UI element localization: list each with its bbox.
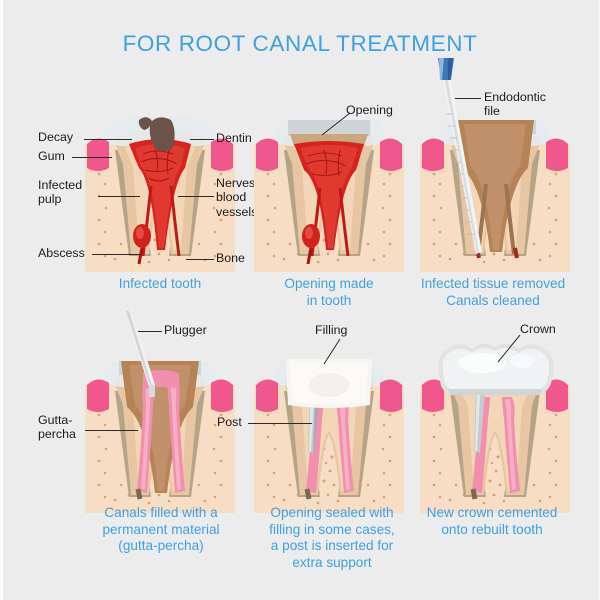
label-filling: Filling xyxy=(315,323,348,337)
caption-step-2: Opening made in tooth xyxy=(284,276,374,308)
leader-infected-pulp xyxy=(98,196,140,197)
label-abscess: Abscess xyxy=(38,246,85,260)
label-crown: Crown xyxy=(520,322,556,336)
right-edge-strip xyxy=(598,0,600,600)
leader-filling xyxy=(323,338,341,365)
left-edge-strip xyxy=(0,0,3,600)
leader-crown xyxy=(497,334,521,363)
leader-nerves-blood-vessels xyxy=(178,196,214,197)
leader-gum xyxy=(72,157,112,158)
leader-post xyxy=(248,423,312,424)
step-6-illustration xyxy=(420,343,570,515)
endodontic-file-instrument xyxy=(438,58,482,254)
caption-step-6: New crown cemented onto rebuilt tooth xyxy=(426,505,558,537)
label-dentin: Dentin xyxy=(216,131,252,145)
leader-abscess xyxy=(92,254,140,255)
step-1-illustration xyxy=(85,104,235,274)
dental-crown xyxy=(438,343,554,395)
label-decay: Decay xyxy=(38,130,74,144)
plugger-instrument xyxy=(125,311,155,397)
leader-endodontic-file xyxy=(455,98,481,99)
caption-step-4: Canals filled with a permanent material … xyxy=(102,505,220,553)
step-3-illustration xyxy=(420,58,570,274)
step-2-illustration xyxy=(254,104,404,274)
label-gum: Gum xyxy=(38,149,65,163)
leader-plugger xyxy=(138,331,162,332)
label-nerves-blood-vessels: Nerves, blood vessels xyxy=(216,176,259,219)
page-title: FOR ROOT CANAL TREATMENT xyxy=(122,31,478,56)
label-plugger: Plugger xyxy=(164,323,207,337)
label-post: Post xyxy=(217,415,242,429)
leader-dentin xyxy=(190,139,214,140)
label-infected-pulp: Infected pulp xyxy=(38,178,83,207)
leader-decay xyxy=(84,139,132,140)
label-opening: Opening xyxy=(346,103,393,117)
step-4-illustration xyxy=(85,311,235,515)
caption-step-1: Infected tooth xyxy=(118,276,202,291)
leader-opening xyxy=(321,112,351,136)
label-bone: Bone xyxy=(216,251,245,265)
caption-step-3: Infected tissue removed Canals cleaned xyxy=(420,276,566,308)
label-endodontic-file: Endodontic file xyxy=(484,90,547,119)
leader-gutta-percha xyxy=(85,430,138,431)
caption-step-5: Opening sealed with filling in some case… xyxy=(269,505,395,570)
step-5-illustration xyxy=(254,345,404,515)
label-gutta-percha: Gutta- percha xyxy=(38,413,76,442)
leader-bone xyxy=(186,259,214,260)
